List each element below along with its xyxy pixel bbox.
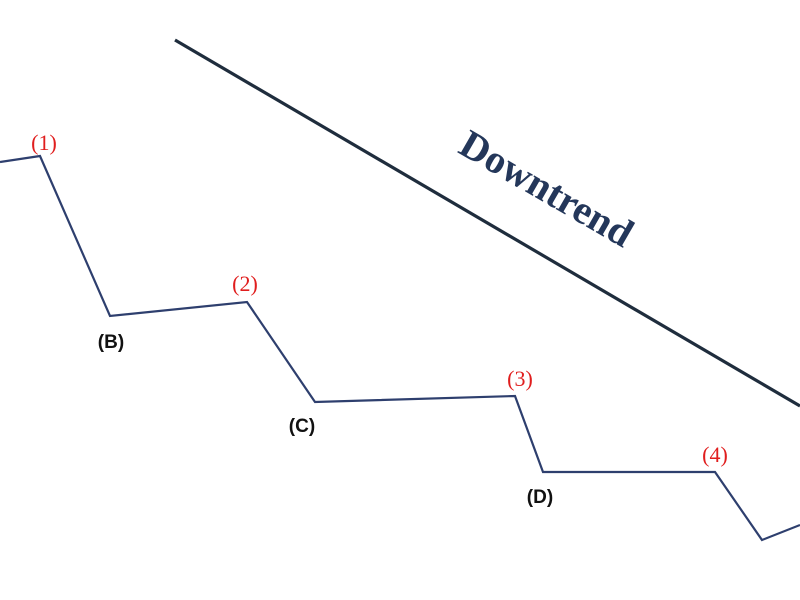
peak-label-2: (2) [232,271,258,296]
peak-label-4: (4) [702,442,728,467]
peak-label-1: (1) [31,130,57,155]
trough-label-d: (D) [527,487,553,508]
trough-label-c: (C) [289,416,315,437]
trough-label-b: (B) [98,332,124,353]
downtrend-label: Downtrend [452,121,641,256]
downtrend-line [174,38,800,408]
peak-label-3: (3) [507,366,533,391]
price-path [0,154,800,542]
